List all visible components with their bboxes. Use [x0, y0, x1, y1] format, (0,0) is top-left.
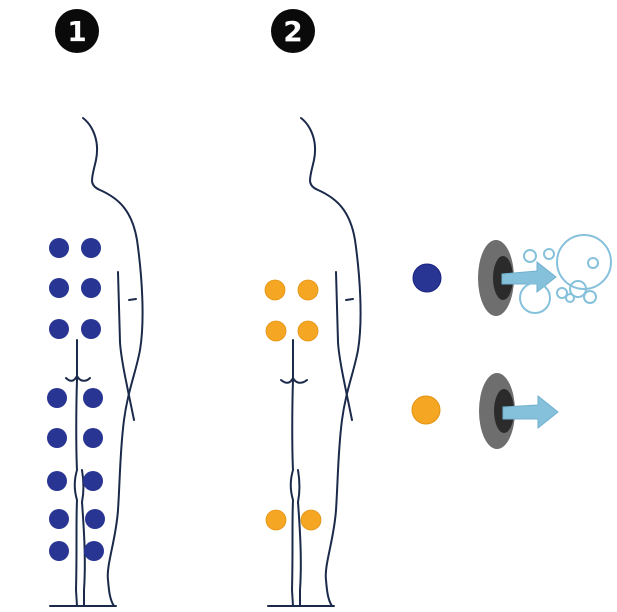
legend-row-blue — [412, 234, 612, 316]
buttocks-line — [65, 375, 91, 382]
orange-dot — [264, 279, 286, 301]
bubble — [565, 293, 575, 303]
step-badge-1-label: 1 — [67, 15, 86, 48]
emitter-arrow — [502, 394, 559, 430]
body-crease — [128, 298, 137, 301]
blue-dot — [49, 238, 69, 258]
blue-dot — [83, 428, 103, 448]
buttocks-line — [280, 377, 308, 384]
legend-row-orange — [411, 373, 559, 449]
dots-figure-2 — [264, 279, 322, 531]
bubble — [569, 280, 587, 298]
body-outline-right — [82, 117, 144, 607]
body-figure-1 — [49, 117, 144, 607]
step-badge-2: 2 — [271, 9, 315, 53]
blue-dot — [47, 471, 67, 491]
blue-dot — [83, 388, 103, 408]
body-outline-arm — [117, 271, 135, 421]
step-badge-1: 1 — [55, 9, 99, 53]
orange-dot — [265, 320, 287, 342]
orange-dot — [265, 509, 287, 531]
blue-dot — [49, 319, 69, 339]
body-center-line — [289, 339, 294, 607]
blue-dot — [81, 278, 101, 298]
body-figure-2 — [267, 117, 362, 607]
orange-dot — [297, 279, 319, 301]
bubble — [519, 282, 551, 314]
bubble — [523, 249, 537, 263]
blue-dot — [47, 428, 67, 448]
step-badge-2-label: 2 — [283, 15, 302, 48]
body-crease — [345, 298, 354, 301]
blue-dot — [81, 238, 101, 258]
orange-dot — [297, 320, 319, 342]
bubble — [543, 248, 555, 260]
blue-dot — [47, 388, 67, 408]
blue-dot — [49, 278, 69, 298]
bubble — [556, 234, 612, 290]
bubbles — [519, 234, 612, 314]
bubble — [587, 257, 599, 269]
dots-figure-1 — [47, 238, 105, 561]
step-badge-2-circle — [271, 9, 315, 53]
inner-leg-right — [297, 469, 302, 607]
emitter-with-bubbles-icon — [478, 234, 612, 316]
step-badge-1-circle — [55, 9, 99, 53]
legend-orange-dot — [411, 395, 441, 425]
blue-dot — [49, 509, 69, 529]
blue-dot — [49, 541, 69, 561]
legend-blue-dot — [412, 263, 442, 293]
orange-dot — [300, 509, 322, 531]
inner-leg-right — [81, 469, 86, 607]
bubble — [583, 290, 597, 304]
body-outline-right — [300, 117, 362, 607]
body-outline-arm — [335, 271, 353, 421]
emitter-with-arrow-icon — [479, 373, 559, 449]
blue-dot — [83, 471, 103, 491]
body-center-line — [73, 339, 78, 607]
blue-dot — [84, 541, 104, 561]
blue-dot — [81, 319, 101, 339]
blue-dot — [85, 509, 105, 529]
bubble — [556, 287, 568, 299]
